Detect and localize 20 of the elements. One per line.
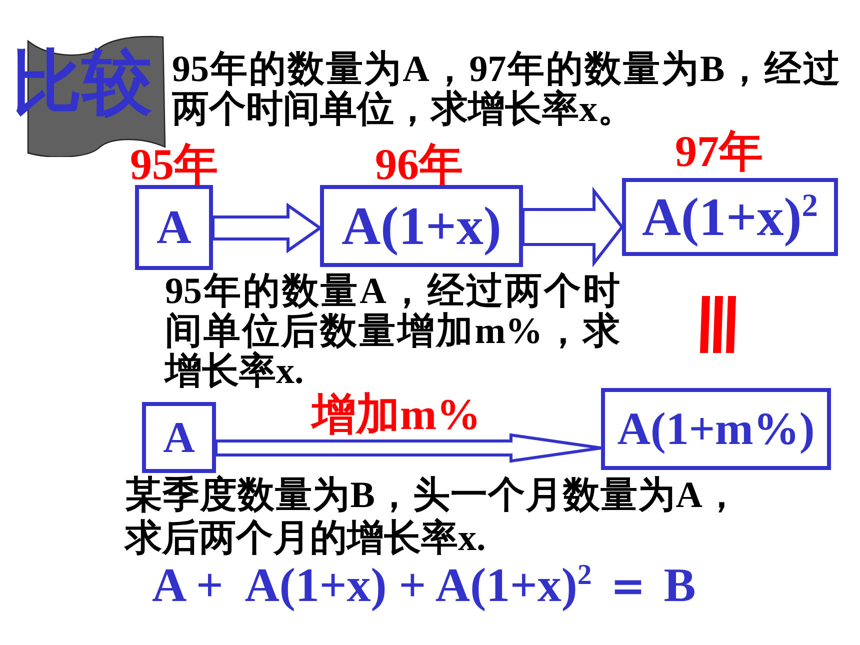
expression-text: A bbox=[156, 204, 192, 252]
expression-box bbox=[601, 388, 831, 470]
block-arrow bbox=[214, 433, 602, 463]
problem-text: 95年的数量A，经过两个时间单位后数量增加m%，求增长率x. bbox=[165, 272, 620, 392]
expression-text: A(1+x)$^{2}$ bbox=[642, 190, 818, 244]
expression-text: A bbox=[163, 416, 195, 460]
equation-text: A + A(1+x) + A(1+x)$^{2}$ ＝ B bbox=[152, 562, 696, 610]
block-arrow bbox=[212, 202, 323, 254]
problem-text: 95年的数量为A，97年的数量为B，经过两个时间单位，求增长率x。 bbox=[172, 50, 840, 130]
block-arrow bbox=[522, 186, 624, 268]
expression-text: A(1+x) bbox=[342, 199, 502, 253]
year-label: 96年 bbox=[375, 143, 463, 187]
year-label: 95年 bbox=[130, 143, 218, 187]
problem-text: 某季度数量为B，头一个月数量为A，求后两个月的增长率x. bbox=[125, 474, 740, 560]
expression-box bbox=[622, 178, 838, 256]
expression-text: A(1+m%) bbox=[617, 406, 815, 452]
expression-box bbox=[142, 402, 216, 473]
year-label: 97年 bbox=[675, 130, 763, 174]
expression-box bbox=[320, 185, 523, 267]
expression-box bbox=[135, 185, 213, 270]
